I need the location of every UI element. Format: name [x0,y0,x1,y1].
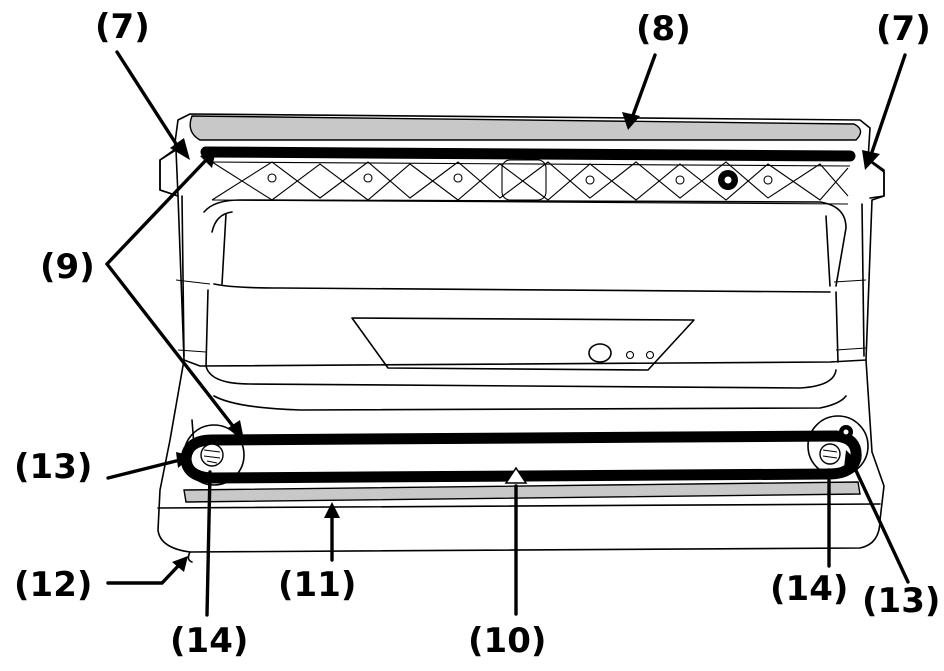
callout-13-right: (13) [862,581,940,621]
callout-10: (10) [468,621,546,661]
heating-element-mesh [209,159,851,205]
callout-14-right: (14) [770,569,848,609]
top-gasket-strip [189,115,862,141]
callout-8: (8) [636,9,691,49]
bottom-gasket-strip [183,481,861,503]
callout-9: (9) [40,247,95,287]
callout-11: (11) [278,565,356,605]
sealer-base [157,359,885,563]
callout-7-right: (7) [876,9,931,49]
inner-lid-housing [203,199,847,389]
left-latch-knob [200,443,224,467]
lower-seal-gasket [180,430,862,484]
callout-7-left: (7) [95,7,150,47]
right-corner-circle [807,415,869,477]
callout-12: (12) [14,565,92,605]
callout-14-left: (14) [170,621,248,661]
right-latch-knob [819,425,853,465]
center-marker-arrow [504,466,528,484]
callout-13-left: (13) [14,447,92,487]
upper-seal-bar [200,146,856,162]
leader-lines [105,50,910,617]
